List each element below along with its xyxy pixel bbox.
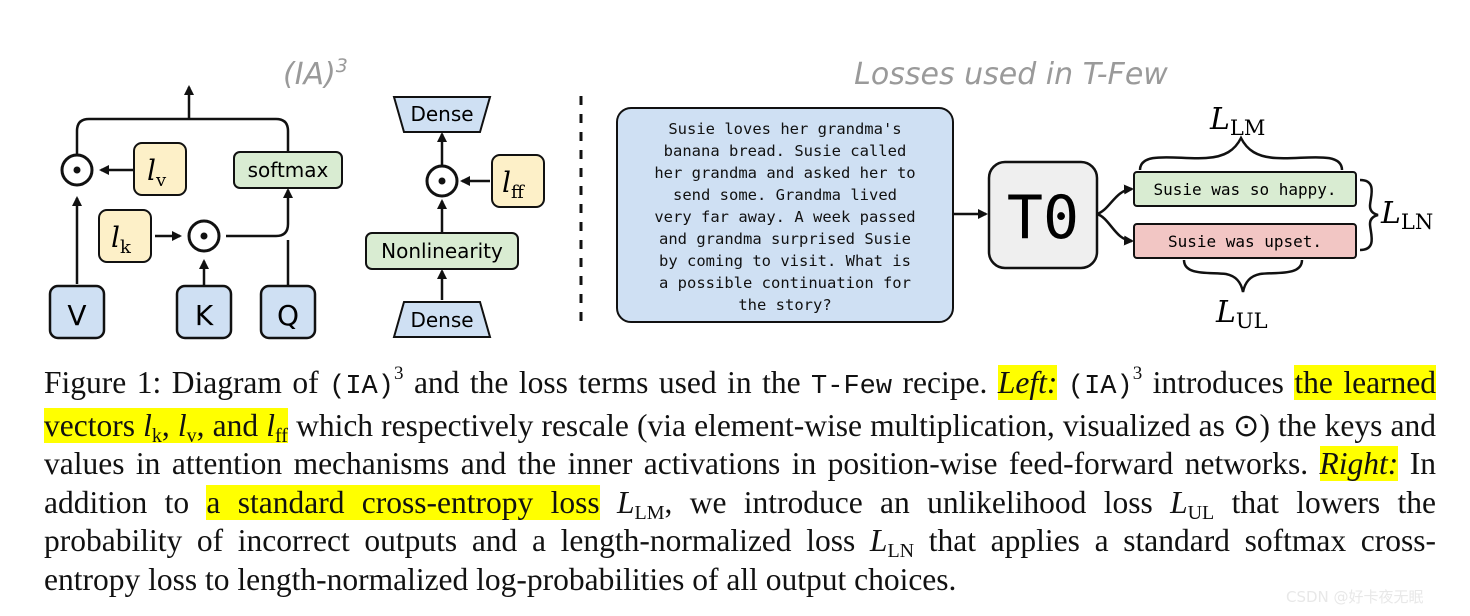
v-box: V (48, 284, 106, 340)
t0-model-box: T0 (987, 160, 1099, 270)
svg-text:Susie was upset.: Susie was upset. (1168, 232, 1322, 251)
choice-incorrect-box: Susie was upset. (1133, 223, 1357, 259)
prompt-line: a possible continuation for (659, 274, 911, 292)
svg-text:Susie was so happy.: Susie was so happy. (1153, 180, 1336, 199)
csdn-watermark: CSDN @好卡夜无眠 (1286, 588, 1424, 606)
svg-text:V: V (67, 299, 86, 332)
lff-box: lff (491, 154, 545, 208)
svg-text:T0: T0 (1007, 183, 1079, 253)
prompt-box: Susie loves her grandma's banana bread. … (616, 107, 954, 323)
lk-box: lk (98, 209, 152, 263)
ln-brace (1359, 178, 1379, 252)
svg-text:K: K (195, 299, 214, 332)
loss-lm-label: LLM (1209, 102, 1265, 140)
prompt-line: Susie loves her grandma's (668, 120, 901, 138)
svg-text:softmax: softmax (248, 158, 329, 182)
loss-ln-label: LLN (1380, 196, 1433, 234)
prompt-line: very far away. A week passed (654, 208, 915, 226)
prompt-line: her grandma and asked her to (654, 164, 915, 182)
multiply-node-k (187, 219, 221, 253)
mult-to-softmax-line (226, 188, 293, 238)
figure-diagram: (IA)3 V K Q lv lk (48, 55, 1433, 340)
svg-text:lk: lk (111, 221, 132, 258)
softmax-box: softmax (233, 151, 343, 189)
losses-title: Losses used in T-Few (854, 57, 1168, 92)
prompt-line: by coming to visit. What is (659, 252, 911, 270)
model-to-incorrect-arrow (1096, 212, 1134, 246)
nonlinearity-box: Nonlinearity (365, 232, 519, 270)
ul-brace (1182, 259, 1304, 293)
svg-text:lv: lv (147, 154, 167, 191)
model-to-correct-arrow (1096, 184, 1134, 216)
prompt-line: the story? (738, 296, 831, 314)
prompt-line: banana bread. Susie called (664, 142, 907, 160)
svg-text:Q: Q (277, 299, 299, 332)
multiply-node-v (60, 153, 94, 187)
choice-correct-box: Susie was so happy. (1133, 171, 1357, 207)
lv-box: lv (133, 142, 187, 196)
dense-bottom-box: Dense (392, 301, 492, 338)
multiply-node-ff (425, 164, 459, 198)
svg-text:lff: lff (502, 166, 525, 203)
svg-text:Dense: Dense (410, 308, 473, 332)
q-box: Q (259, 284, 317, 340)
mult-to-output-line (75, 117, 290, 155)
prompt-line: and grandma surprised Susie (659, 230, 911, 248)
figure-caption: Figure 1: Diagram of (IA)3 and the loss … (44, 363, 1437, 597)
lm-brace (1138, 135, 1344, 171)
dense-top-box: Dense (392, 96, 492, 133)
prompt-line: send some. Grandma lived (673, 186, 897, 204)
ia3-title: (IA)3 (283, 55, 348, 92)
loss-ul-label: LUL (1215, 295, 1268, 333)
svg-text:Dense: Dense (410, 102, 473, 126)
svg-text:Nonlinearity: Nonlinearity (381, 239, 503, 263)
k-box: K (175, 284, 233, 340)
